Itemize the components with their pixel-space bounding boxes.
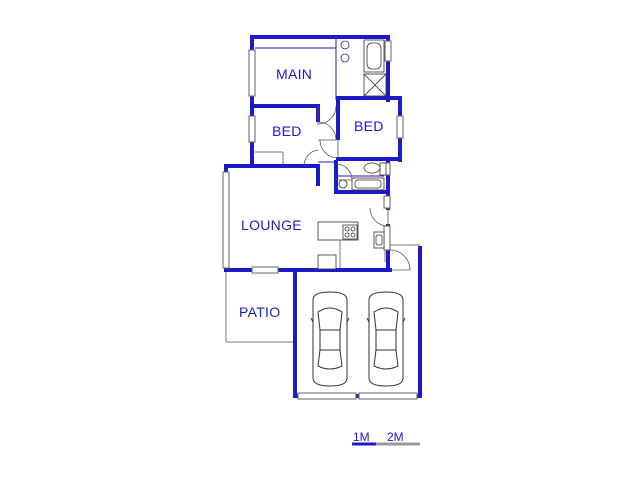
room-label-patio: PATIO: [239, 304, 280, 320]
scale-label-2m: 2M: [387, 430, 404, 444]
windows: [222, 40, 418, 400]
room-label-bed-1: BED: [272, 123, 302, 139]
room-label-main: MAIN: [276, 66, 312, 82]
garage-cars: [310, 291, 406, 387]
scale-bar: 1M 2M: [352, 430, 420, 446]
bathroom-fixtures: [338, 39, 387, 191]
kitchen-fixtures: [317, 221, 385, 270]
car-right: [366, 291, 406, 387]
room-label-bed-2: BED: [354, 118, 384, 134]
scale-label-1m: 1M: [353, 430, 370, 444]
room-label-lounge: LOUNGE: [241, 217, 302, 233]
car-left: [310, 291, 350, 387]
